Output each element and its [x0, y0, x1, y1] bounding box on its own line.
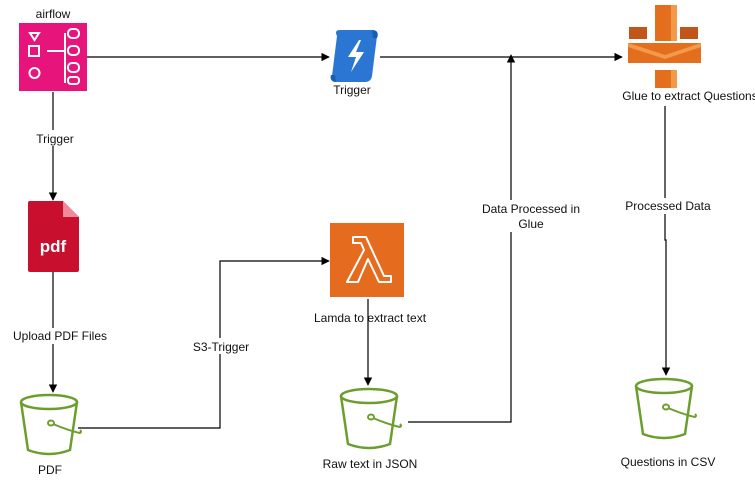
node-csv-bucket-label: Questions in CSV: [621, 455, 716, 469]
node-airflow-label: airflow: [36, 7, 71, 21]
node-pdf-bucket[interactable]: PDF: [19, 393, 82, 477]
node-pdf-bucket-label: PDF: [38, 463, 62, 477]
node-csv-bucket[interactable]: Questions in CSV: [621, 377, 716, 469]
edge-labels: Trigger Upload PDF Files S3-Trigger Data…: [8, 130, 714, 354]
pdf-file-icon: pdf: [28, 201, 79, 272]
node-glue-label: Glue to extract Questions: [622, 89, 755, 103]
lambda-icon: [330, 223, 404, 297]
airflow-icon: [19, 23, 87, 91]
edge-label-raw-to-glue-line2: Glue: [518, 217, 544, 231]
node-airflow[interactable]: airflow: [19, 7, 87, 91]
node-glue[interactable]: Glue to extract Questions: [622, 5, 755, 103]
glue-icon: [628, 5, 701, 88]
s3-bucket-icon: [339, 387, 402, 450]
node-pdf[interactable]: pdf: [28, 201, 79, 272]
node-lambda[interactable]: Lamda to extract text: [314, 223, 427, 325]
edge-label-glue-to-csv: Processed Data: [625, 199, 711, 213]
edge-label-pdf-to-bucket: Upload PDF Files: [13, 329, 107, 343]
s3-bucket-icon: [19, 393, 82, 456]
edge-label-bucket-to-lambda: S3-Trigger: [193, 340, 249, 354]
pdf-icon-text: pdf: [40, 237, 67, 256]
node-lambda-label: Lamda to extract text: [314, 311, 427, 325]
node-trigger[interactable]: Trigger: [330, 30, 378, 97]
edge-label-raw-to-glue-line1: Data Processed in: [482, 202, 580, 216]
node-raw-bucket-label: Raw text in JSON: [323, 457, 418, 471]
node-raw-bucket[interactable]: Raw text in JSON: [323, 387, 418, 471]
eventbridge-scroll-icon: [330, 30, 378, 82]
edge-glue-to-csv: [661, 106, 671, 376]
edge-label-airflow-to-pdf: Trigger: [36, 132, 74, 146]
s3-bucket-icon: [634, 377, 697, 440]
node-trigger-label: Trigger: [333, 83, 371, 97]
edge-raw-to-glue: [408, 54, 516, 423]
